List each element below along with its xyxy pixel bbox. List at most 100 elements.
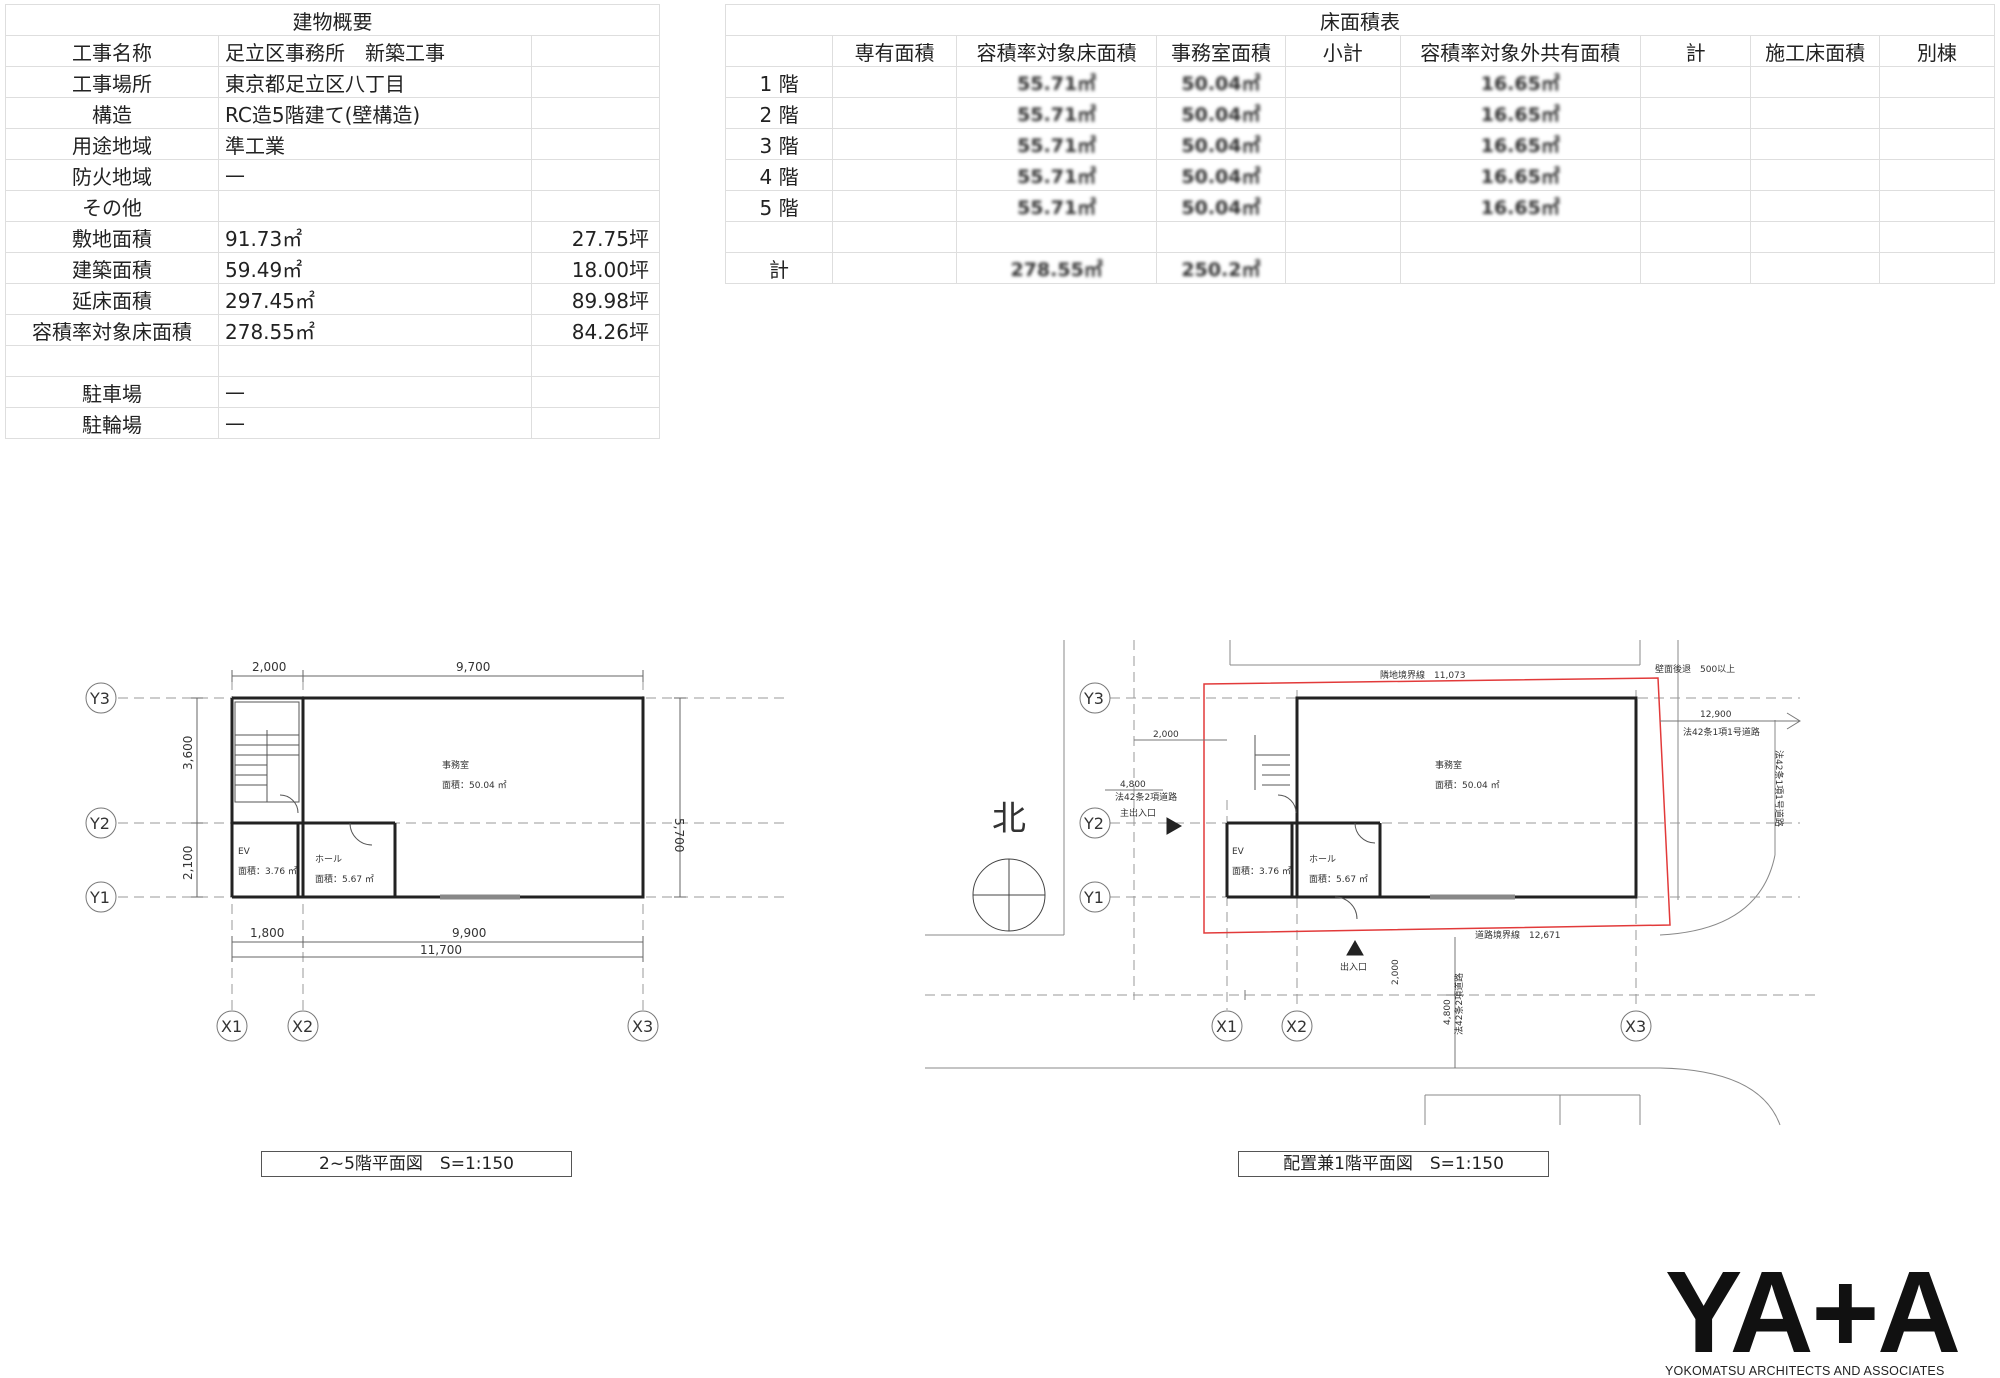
right-stairs — [1254, 735, 1376, 920]
note-left-road-dim: 4,800 — [1120, 780, 1146, 790]
summary-tsubo — [531, 128, 660, 160]
floor-area-cell: 50.04㎡ — [1156, 128, 1286, 160]
floor-label: 5 階 — [724, 190, 834, 222]
company-logo: YA+A YOKOMATSU ARCHITECTS AND ASSOCIATES — [1665, 1247, 1985, 1378]
dim-bot-total: 11,700 — [420, 943, 462, 957]
logo-mark: YA+A — [1665, 1247, 1961, 1377]
summary-value: — — [218, 159, 532, 191]
summary-label: 容積率対象床面積 — [5, 314, 219, 346]
left-office-area: 面積：50.04 ㎡ — [442, 779, 507, 791]
left-ev-area: 面積：3.76 ㎡ — [238, 865, 297, 877]
summary-value — [218, 345, 532, 377]
left-hall-door — [349, 822, 373, 846]
floor-area-header: 施工床面積 — [1750, 35, 1880, 67]
floor-label — [724, 221, 834, 253]
dim-top-b: 9,700 — [456, 660, 490, 674]
north-symbol — [972, 858, 1046, 932]
entrance-label: 出入口 — [1340, 961, 1367, 973]
summary-tsubo — [531, 407, 660, 439]
note-top-right: 壁面後退 500以上 — [1655, 663, 1735, 675]
floor-area-cell — [1639, 252, 1752, 284]
note-road-dim: 12,900 — [1700, 710, 1732, 720]
summary-label: 駐車場 — [5, 376, 219, 408]
floor-area-cell — [832, 221, 958, 253]
summary-label: 構造 — [5, 97, 219, 129]
dim-bot-a: 1,800 — [250, 926, 284, 940]
right-grid-y1: Y1 — [1083, 888, 1104, 907]
floor-area-header — [724, 35, 834, 67]
floor-area-cell — [1284, 252, 1401, 284]
summary-title: 建物概要 — [5, 4, 660, 36]
summary-label: 用途地域 — [5, 128, 219, 160]
right-grid-y2: Y2 — [1083, 814, 1104, 833]
summary-value: 278.55㎡ — [218, 314, 532, 346]
floor-area-cell — [832, 128, 958, 160]
floor-area-cell: 50.04㎡ — [1156, 66, 1286, 98]
left-hall-area: 面積：5.67 ㎡ — [315, 873, 374, 885]
summary-value: — — [218, 407, 532, 439]
left-stairs — [234, 701, 300, 814]
summary-label: その他 — [5, 190, 219, 222]
floor-area-cell: 16.65㎡ — [1399, 97, 1641, 129]
left-ev-name: EV — [238, 847, 251, 857]
floor-area-cell — [1878, 190, 1996, 222]
left-floor-plan — [85, 670, 785, 1042]
floor-area-cell: 16.65㎡ — [1399, 190, 1641, 222]
note-bottom-road: 法42条2項道路 — [1453, 973, 1465, 1035]
left-grid-bubbles — [85, 682, 659, 1042]
floor-area-title: 床面積表 — [725, 4, 1995, 36]
right-site-plan — [925, 640, 1820, 1126]
floor-area-cell — [956, 221, 1158, 253]
floor-area-cell: 50.04㎡ — [1156, 159, 1286, 191]
floor-area-cell — [1284, 159, 1401, 191]
summary-tsubo: 89.98坪 — [531, 283, 660, 315]
floor-area-cell — [1750, 252, 1880, 284]
summary-value — [218, 190, 532, 222]
right-office-name: 事務室 — [1435, 759, 1462, 771]
summary-row: 駐輪場— — [5, 407, 660, 439]
left-plan-label: 2~5階平面図 S=1:150 — [261, 1151, 572, 1177]
summary-label: 工事名称 — [5, 35, 219, 67]
note-road: 法42条1項1号道路 — [1683, 726, 1760, 738]
floor-area-cell: 250.2㎡ — [1156, 252, 1286, 284]
floor-area-cell — [1399, 252, 1641, 284]
left-grid-y3: Y3 — [89, 689, 110, 708]
floor-area-cell: 55.71㎡ — [956, 66, 1158, 98]
right-plan-label: 配置兼1階平面図 S=1:150 — [1238, 1151, 1549, 1177]
left-grid-x1: X1 — [221, 1017, 242, 1036]
floor-area-cell: 16.65㎡ — [1399, 159, 1641, 191]
floor-area-cell: 50.04㎡ — [1156, 190, 1286, 222]
summary-value: 東京都足立区八丁目 — [218, 66, 532, 98]
floor-area-cell — [1284, 128, 1401, 160]
floor-area-cell: 278.55㎡ — [956, 252, 1158, 284]
floor-area-cell — [832, 190, 958, 222]
floor-area-cell — [1639, 159, 1752, 191]
summary-label: 建築面積 — [5, 252, 219, 284]
site-boundary — [1203, 677, 1671, 934]
right-walls — [1225, 696, 1638, 899]
note-dim-2000: 2,000 — [1153, 730, 1179, 740]
summary-row — [5, 345, 660, 377]
right-ev-area: 面積：3.76 ㎡ — [1232, 865, 1291, 877]
floor-label: 計 — [724, 252, 834, 284]
note-left-road: 法42条2項道路 — [1115, 791, 1177, 803]
floor-area-header: 専有面積 — [832, 35, 958, 67]
floor-area-cell — [1878, 97, 1996, 129]
summary-value: 91.73㎡ — [218, 221, 532, 253]
summary-label: 駐輪場 — [5, 407, 219, 439]
left-office-name: 事務室 — [442, 759, 469, 771]
right-hall-area: 面積：5.67 ㎡ — [1309, 873, 1368, 885]
floor-area-cell — [1399, 221, 1641, 253]
floor-area-cell — [832, 97, 958, 129]
dim-right: 5,700 — [672, 818, 686, 852]
summary-value: 足立区事務所 新築工事 — [218, 35, 532, 67]
summary-value: RC造5階建て(壁構造) — [218, 97, 532, 129]
